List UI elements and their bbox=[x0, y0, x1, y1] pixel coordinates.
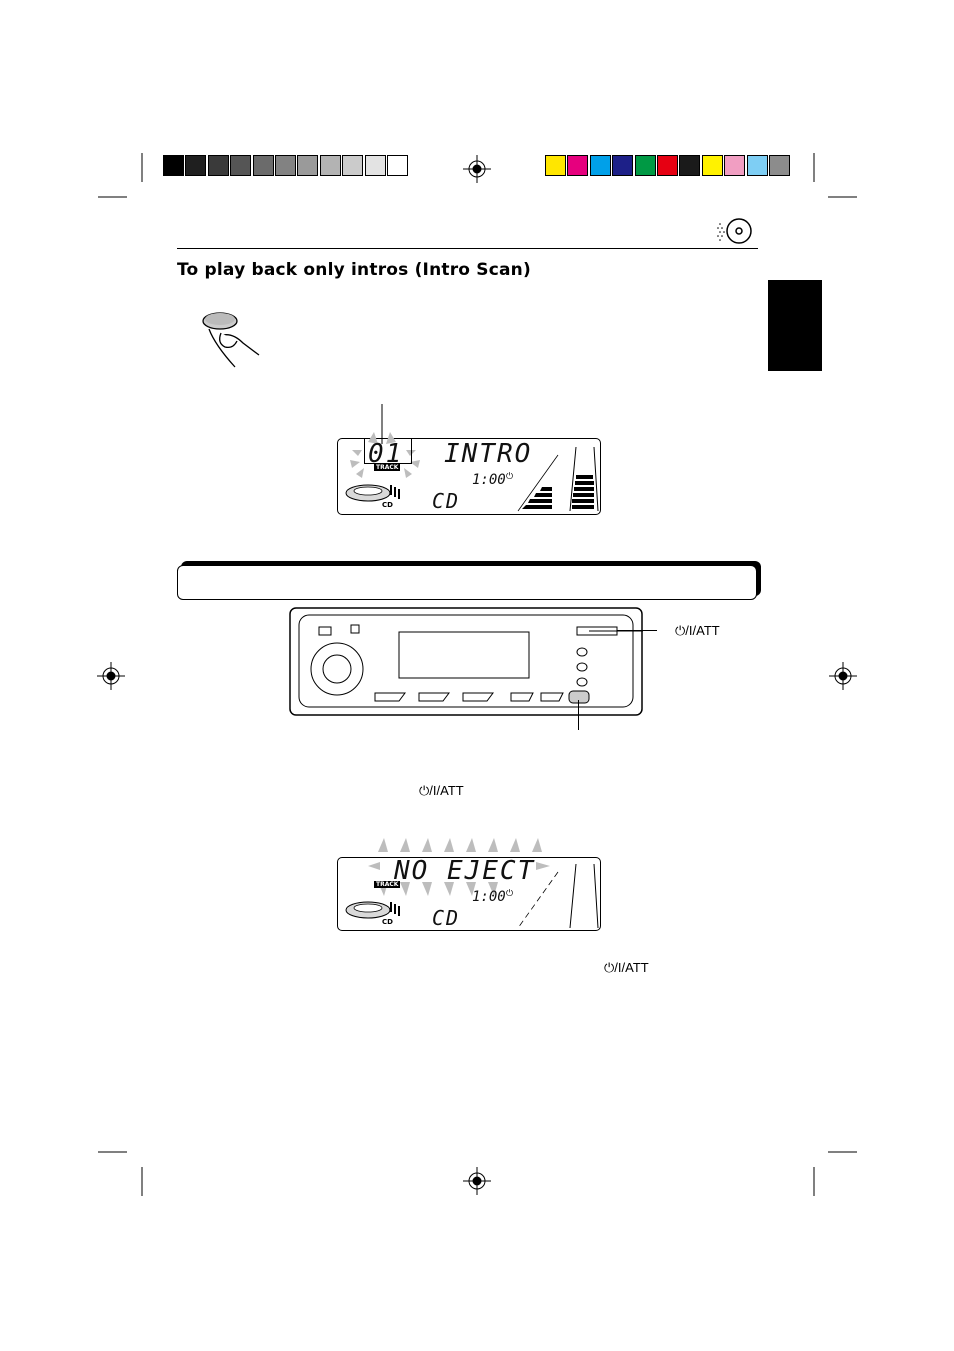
track-box bbox=[364, 439, 412, 464]
att-callout-line bbox=[617, 630, 657, 631]
gray-swatch bbox=[185, 155, 207, 176]
cd-indicator: CD bbox=[382, 501, 393, 509]
color-swatch bbox=[589, 155, 611, 176]
clock-icon: ⏻ bbox=[506, 889, 514, 899]
gray-swatch bbox=[207, 155, 229, 176]
time-text: 1:00 bbox=[472, 472, 506, 488]
level-meter-graphic bbox=[517, 863, 599, 929]
clock-icon: ⏻ bbox=[506, 472, 514, 482]
gray-swatch bbox=[387, 155, 408, 176]
color-swatch bbox=[724, 155, 746, 176]
color-swatch bbox=[769, 155, 790, 176]
gray-swatch bbox=[163, 155, 184, 176]
gray-swatch bbox=[230, 155, 252, 176]
color-swatch bbox=[634, 155, 656, 176]
gray-swatch bbox=[275, 155, 296, 176]
time-text: 1:00 bbox=[472, 889, 506, 905]
registration-mark-top bbox=[463, 155, 491, 183]
att-callout-label: ⏻/I/ATT bbox=[675, 623, 720, 638]
cd-indicator: CD bbox=[382, 918, 393, 926]
cd-disc-graphic bbox=[345, 901, 400, 919]
source-text: CD bbox=[432, 489, 461, 513]
color-swatch bbox=[701, 155, 723, 176]
lcd-display-no-eject: NO EJECT TRACK 1:00 ⏻ CD CD bbox=[337, 838, 601, 931]
color-swatch bbox=[746, 155, 768, 176]
att-inline-label: ⏻/I/ATT bbox=[419, 783, 464, 798]
track-indicator: TRACK bbox=[374, 881, 401, 888]
registration-mark-bottom bbox=[463, 1167, 491, 1195]
gray-swatch bbox=[252, 155, 274, 176]
gray-swatch bbox=[342, 155, 364, 176]
gray-swatch bbox=[319, 155, 341, 176]
message-text: NO EJECT bbox=[394, 856, 536, 886]
color-swatch bbox=[612, 155, 634, 176]
att-button-pointer-line bbox=[578, 700, 579, 730]
source-text: CD bbox=[432, 906, 461, 930]
section-heading: To play back only intros (Intro Scan) bbox=[177, 260, 531, 280]
lcd-display-intro: 01 INTRO TRACK 1:00 ⏻ CD CD bbox=[337, 404, 601, 515]
color-swatch bbox=[545, 155, 566, 176]
flash-rays-icon bbox=[350, 404, 420, 478]
color-swatch bbox=[657, 155, 678, 176]
registration-mark-right bbox=[829, 662, 857, 690]
control-panel-illustration bbox=[289, 607, 643, 716]
language-tab bbox=[768, 280, 822, 371]
color-swatch bbox=[567, 155, 589, 176]
mode-text: INTRO bbox=[444, 439, 533, 469]
finger-press-illustration bbox=[202, 312, 260, 368]
section-title-bar bbox=[177, 565, 757, 600]
gray-swatch bbox=[364, 155, 386, 176]
track-indicator: TRACK bbox=[374, 464, 401, 471]
cd-icon bbox=[717, 218, 752, 244]
att-inline-label-2: ⏻/I/ATT bbox=[604, 960, 649, 975]
cd-disc-graphic bbox=[345, 484, 400, 502]
registration-mark-left bbox=[97, 662, 125, 690]
color-swatch bbox=[679, 155, 701, 176]
header-rule bbox=[177, 248, 758, 249]
gray-swatch bbox=[297, 155, 319, 176]
level-meter-graphic bbox=[517, 446, 599, 512]
